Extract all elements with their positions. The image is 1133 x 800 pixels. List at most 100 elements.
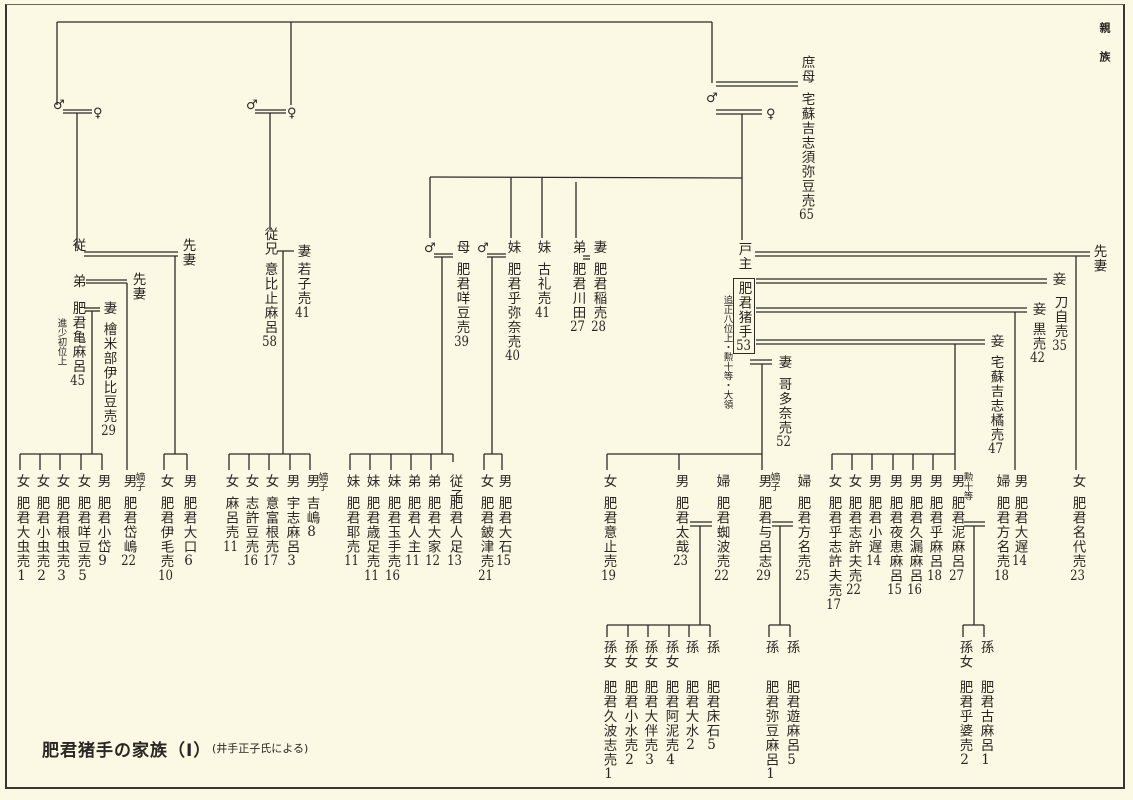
sister-child-relation: 男 (495, 474, 512, 489)
head-child-name: 肥君大遅14 (1012, 496, 1028, 568)
person-age: 3 (287, 554, 296, 568)
sibling-spouse-role: 妻 (590, 240, 607, 255)
cousin2-role: 従兄 (261, 227, 278, 256)
person-name: 肥君意止売 (600, 496, 617, 569)
person-age: 18 (927, 568, 942, 583)
person-age: 6 (184, 554, 193, 568)
person-age: 22 (121, 554, 136, 568)
head-child-name: 肥君名代売23 (1070, 496, 1086, 582)
head-box (733, 278, 755, 354)
left-child-name: 肥君大虫売1 (14, 496, 30, 582)
person-age: 22 (714, 568, 729, 583)
person-name: 肥君夜恵麻呂 (886, 496, 903, 583)
grandchild-relation: 孫女 (641, 640, 658, 669)
head-child-relation: 男 (926, 474, 943, 489)
person-name: 肥君大口 (180, 496, 197, 554)
person-age: 11 (405, 554, 420, 568)
sister-child-relation: 女 (477, 474, 494, 489)
person-name: 肥君泥麻呂 (948, 496, 965, 569)
sibling-name: 肥君咩豆売39 (453, 262, 470, 348)
person-name: 宇志麻呂 (283, 496, 300, 554)
mother-child-name: 肥君大家12 (425, 496, 441, 568)
person-name: 意富根売 (262, 496, 279, 554)
person-name: 肥君乎志許夫売 (825, 496, 842, 598)
person-name: 肥君久波志売 (600, 680, 617, 767)
person-age: 21 (478, 568, 493, 583)
wife-role: 妾 (1029, 302, 1046, 317)
mother-child-relation: 弟 (404, 474, 421, 489)
head-child-name: 肥君乎志許夫売17 (825, 496, 842, 611)
person-name: 麻呂売 (222, 496, 239, 540)
sibling-spouse-name: 肥君稲売28 (590, 262, 607, 334)
person-age: 18 (994, 568, 1009, 583)
mother-child-relation: 弟 (424, 474, 441, 489)
cousin2-child-name: 吉嶋8 (304, 496, 320, 539)
person-name: 肥君乎麻呂 (926, 496, 943, 569)
cousin2-child-relation: 男 (283, 474, 300, 489)
person-spouse-role: 妻 (100, 301, 117, 316)
person-age: 2 (686, 738, 695, 752)
top-mother-name: 宅蘇吉志須弥豆売65 (798, 92, 815, 222)
head-name: 肥君猪手53 (735, 281, 752, 353)
wife-role: 妾 (1049, 272, 1066, 287)
person-name: 肥君人足 (446, 496, 463, 554)
caption-title: 肥君猪手の家族（Ⅰ） (42, 741, 212, 761)
left-child-relation: 女 (157, 474, 174, 489)
wife-name: 哥多奈売52 (775, 377, 792, 449)
cousin-role: 従 (69, 238, 86, 253)
grandchild-relation: 孫女 (956, 640, 973, 669)
person-name: 肥君小遅 (865, 496, 882, 554)
mother-child-name: 肥君人主11 (405, 496, 421, 568)
wife-name: 宅蘇吉志橘売47 (987, 355, 1004, 456)
cousin2-name: 意比止麻呂58 (261, 262, 278, 348)
grandchild-name: 肥君遊麻呂5 (784, 680, 800, 766)
head-child-relation: 男 (755, 474, 772, 489)
head-child-relation: 女 (600, 474, 617, 489)
head-child-name: 肥君乎麻呂18 (926, 496, 943, 583)
head-rank: 追正八位上・勲十等・大領 (721, 295, 733, 409)
caption-note: (井手正子氏による) (212, 742, 309, 755)
left-child-name: 肥君伊毛売10 (157, 496, 174, 582)
grandchild-name: 肥君床石5 (704, 680, 720, 752)
cousin2-child-relation: 女 (222, 474, 239, 489)
person-age: 1 (981, 752, 990, 767)
left-child-name: 肥君小虫売2 (34, 496, 50, 583)
left-child-relation: 女 (33, 474, 50, 489)
cousin2-child-relation: 男 (303, 474, 320, 489)
mother-child-relation: 従子 (446, 474, 463, 503)
person-age: 27 (949, 568, 964, 583)
left-child-relation: 男 (120, 474, 137, 489)
male-icon: ♂ (477, 241, 489, 256)
head-child-relation: 婦 (993, 474, 1010, 489)
grandchild-relation: 孫 (703, 640, 720, 655)
cousin2-child-note: 嫡子 (316, 472, 328, 491)
grandchild-name: 肥君乎婆売2 (957, 680, 973, 766)
person-name: 肥君歳足売 (363, 496, 380, 569)
head-child-relation: 女 (1069, 474, 1086, 489)
person-name: 肥君与呂志 (755, 496, 772, 569)
person-age: 14 (1012, 554, 1027, 568)
head-child-name: 肥君意止売19 (600, 496, 617, 582)
person-age: 2 (37, 568, 46, 583)
sibling-role: 弟 (569, 240, 586, 255)
person-age: 29 (756, 568, 771, 583)
person-name: 肥君方名売 (993, 496, 1010, 569)
grandchild-relation: 孫 (977, 640, 994, 655)
mother-child-name: 肥君玉手売16 (385, 496, 401, 582)
head-child-relation: 婦 (713, 474, 730, 489)
person-age: 22 (846, 583, 861, 597)
person-name: 肥君伊毛売 (157, 496, 174, 569)
head-child-relation: 婦 (794, 474, 811, 489)
person-age: 5 (78, 568, 87, 583)
person-name: 肥君亀麻呂45 (69, 301, 86, 387)
cousin2-child-name: 意富根売17 (262, 496, 279, 568)
wife-name: 黒売42 (1029, 322, 1046, 365)
person-age: 5 (707, 738, 716, 752)
wife-role: 妾 (987, 334, 1004, 349)
grandchild-relation: 孫 (762, 640, 779, 655)
mother-child-name: 肥君歳足売11 (363, 496, 380, 582)
person-name: 肥君弥豆麻呂 (762, 680, 779, 767)
grandchild-name: 肥君弥豆麻呂1 (762, 680, 779, 781)
cousin2-child-name: 宇志麻呂3 (283, 496, 300, 568)
person-name: 肥君太哉 (672, 496, 689, 554)
